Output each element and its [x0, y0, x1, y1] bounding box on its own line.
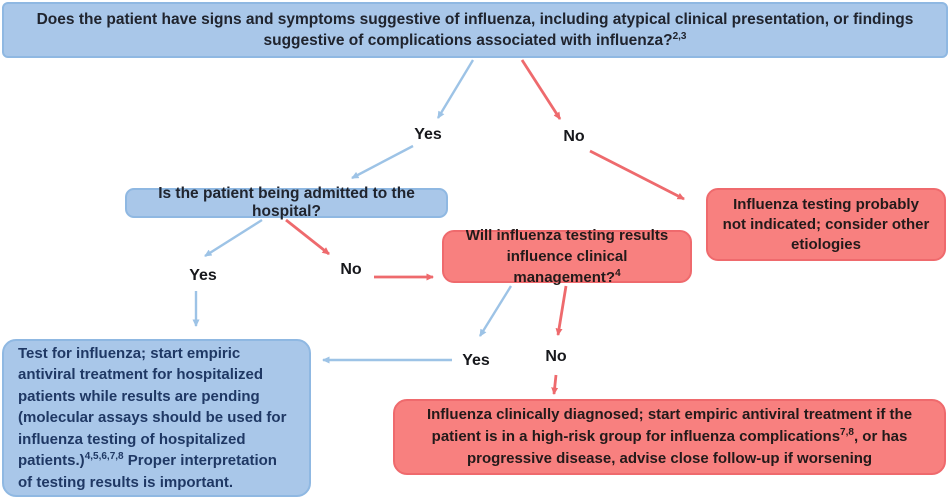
- edge-label-management-no: No: [545, 348, 567, 365]
- testing-not-indicated-text: Influenza testing probably not indicated…: [722, 195, 930, 253]
- management-question-box: Will influenza testing results influence…: [442, 227, 692, 286]
- arrow-no-to-clinical: [551, 374, 559, 395]
- arrow-root-to-yes: [436, 59, 475, 119]
- arrow-management-to-yes: [478, 285, 513, 337]
- edge-label-root-yes: Yes: [414, 126, 442, 143]
- arrow-hospital-to-yes: [204, 218, 263, 258]
- management-question-text: Will influenza testing results influence…: [465, 227, 669, 286]
- hospital-question-text: Is the patient being admitted to the hos…: [158, 185, 415, 220]
- arrow-management-to-no: [555, 285, 568, 336]
- arrow-hospital-to-no: [285, 218, 330, 256]
- root-question-text: Does the patient have signs and symptoms…: [36, 11, 914, 49]
- test-for-influenza-text: Test for influenza; start empiric antivi…: [18, 344, 287, 491]
- edge-label-management-yes: Yes: [462, 352, 490, 369]
- edge-label-root-no: No: [563, 128, 585, 145]
- clinically-diagnosed-box: Influenza clinically diagnosed; start em…: [393, 399, 946, 475]
- testing-not-indicated-box: Influenza testing probably not indicated…: [706, 188, 946, 261]
- arrow-no-to-notindicated: [589, 149, 685, 201]
- arrow-yes-to-hospital: [351, 144, 414, 180]
- hospital-question-box: Is the patient being admitted to the hos…: [125, 185, 448, 220]
- arrow-root-to-no: [520, 59, 562, 120]
- test-for-influenza-box: Test for influenza; start empiric antivi…: [2, 339, 311, 497]
- edge-label-hospital-yes: Yes: [189, 267, 217, 284]
- edge-label-hospital-no: No: [340, 261, 362, 278]
- root-question-box: Does the patient have signs and symptoms…: [2, 2, 948, 58]
- clinically-diagnosed-text: Influenza clinically diagnosed; start em…: [426, 406, 913, 467]
